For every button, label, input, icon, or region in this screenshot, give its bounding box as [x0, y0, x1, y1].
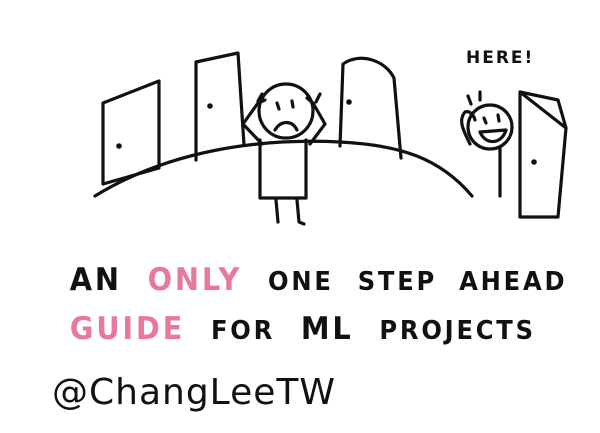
- waving-person: [460, 90, 514, 198]
- door-left: [101, 79, 161, 186]
- headline-line-2: GUIDE FOR ML PROJECTS: [0, 311, 558, 347]
- headline-word: FOR: [210, 316, 276, 346]
- headline-word: ONE: [268, 267, 334, 297]
- speech-here: HERE!: [466, 48, 535, 68]
- author-handle: @ChangLeeTW: [52, 372, 336, 413]
- door-arched: [338, 56, 403, 160]
- headline-highlight-only: ONLY: [147, 262, 243, 298]
- headline-word: STEP: [357, 267, 438, 297]
- headline-word: PROJECTS: [379, 316, 536, 346]
- headline-word: AN: [69, 262, 122, 298]
- door-middle: [194, 51, 246, 162]
- headline-word: ML: [300, 311, 354, 347]
- headline-highlight-guide: GUIDE: [69, 311, 186, 347]
- door-right-open: [518, 90, 568, 219]
- confused-person: [241, 82, 327, 226]
- headline-word: AHEAD: [459, 267, 568, 297]
- headline-line-1: AN ONLY ONE STEP AHEAD: [0, 262, 565, 298]
